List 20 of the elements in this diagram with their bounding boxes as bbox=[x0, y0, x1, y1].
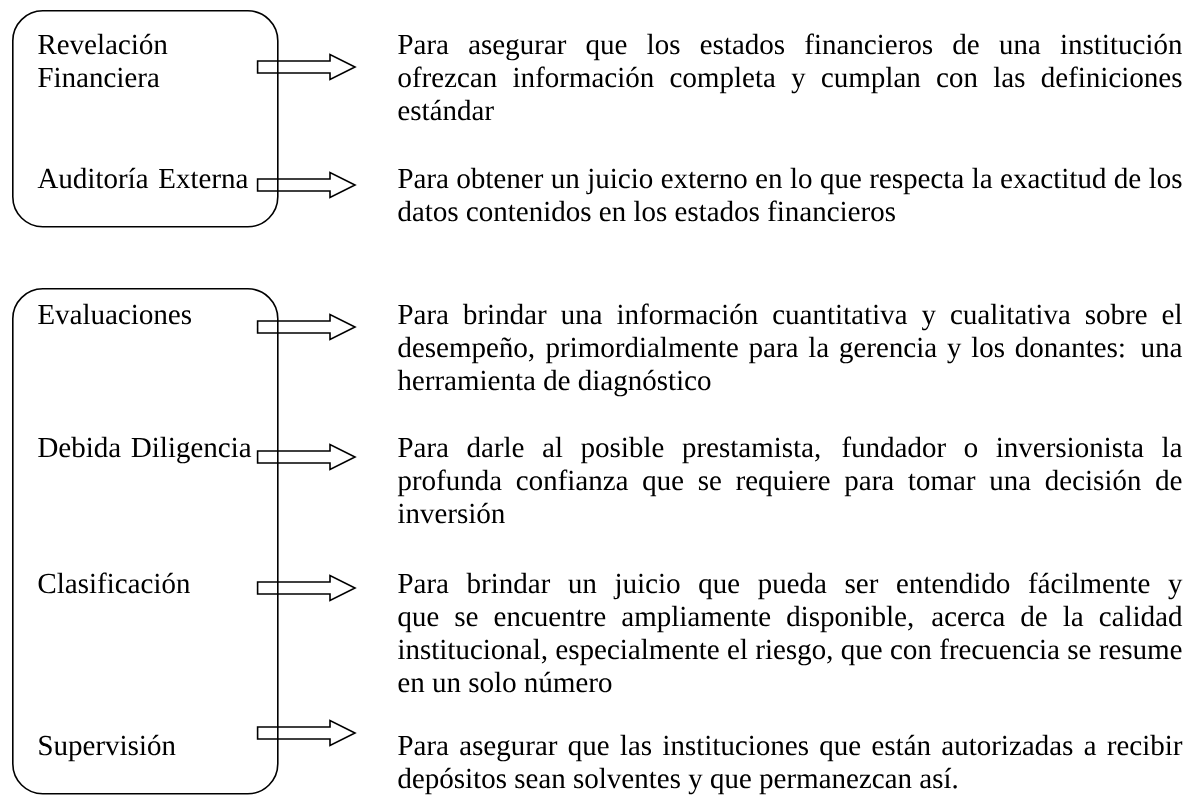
description-text: Para asegurar que las instituciones que están autorizadas a recibir depósitos sean solventes y que permanezcan así. bbox=[398, 734, 1183, 795]
block-arrow bbox=[256, 313, 357, 341]
description-text: Para darle al posible prestamista, fundador o inversionista la profunda confianza que se requiere para tomar una decisión de inversión bbox=[397, 436, 1183, 524]
description-text: Para brindar un juicio que pueda ser entendido fácilmente y que se encuentre ampliamente disponible, acerca de la calidad institucional, especialmente el riesgo, que con frecuencia se resume en un solo número bbox=[398, 572, 1183, 693]
block-arrow bbox=[256, 53, 357, 81]
item-label: Evaluaciones bbox=[38, 303, 191, 325]
description-text: Para asegurar que los estados financieros de una institución ofrezcan información completa y cumplan con las definiciones estándar bbox=[398, 33, 1182, 121]
block-arrow bbox=[256, 443, 357, 471]
item-label: Clasificación bbox=[38, 572, 190, 594]
block-arrow bbox=[256, 171, 357, 199]
item-label: Debida Diligencia bbox=[38, 436, 252, 464]
description-text: Para obtener un juicio externo en lo que respecta la exactitud de los datos contenidos en los estados financieros bbox=[398, 167, 1182, 222]
rounded-box bbox=[12, 288, 279, 795]
description-text: Para brindar una información cuantitativa y cualitativa sobre el desempeño, primordialmente para la gerencia y los donantes: una herramienta de diagnóstico bbox=[397, 303, 1183, 397]
item-label: Auditoría Externa bbox=[37, 167, 248, 189]
block-arrow bbox=[256, 719, 357, 747]
item-label: Revelación Financiera bbox=[38, 33, 168, 88]
item-label: Supervisión bbox=[39, 734, 176, 762]
block-arrow bbox=[256, 574, 357, 602]
rounded-box bbox=[12, 10, 279, 228]
